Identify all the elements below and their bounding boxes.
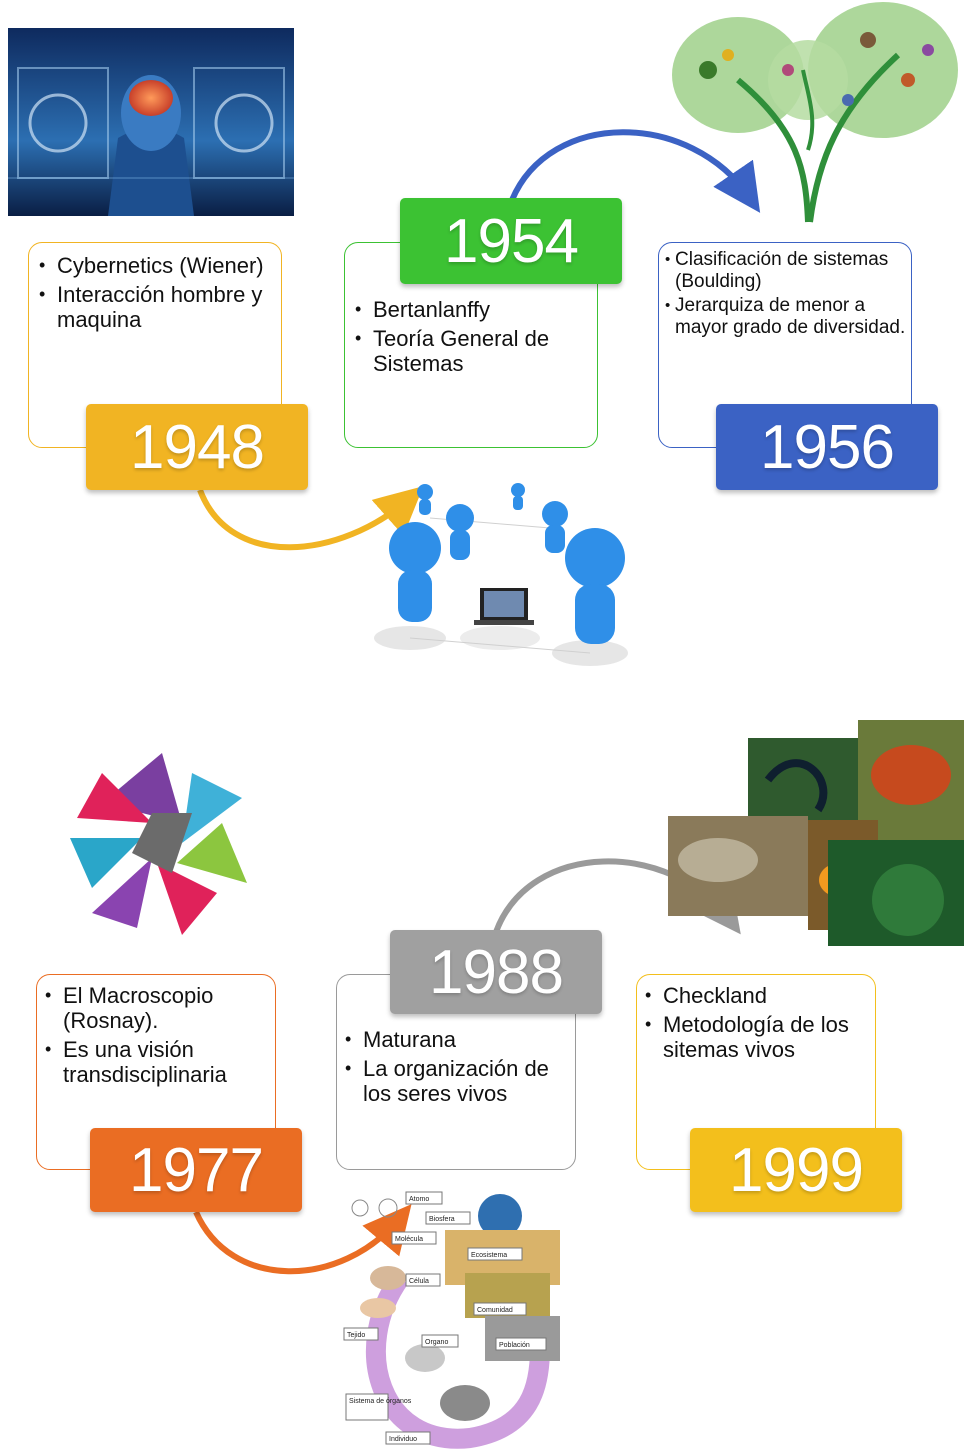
- year-badge-1977: 1977: [90, 1128, 302, 1212]
- people-network-icon: [370, 478, 655, 678]
- level-label-comunidad: Comunidad: [477, 1307, 513, 1314]
- arrow-1948-1954: [197, 486, 424, 551]
- bullets-1977: El Macroscopio (Rosnay). Es una visión t…: [43, 983, 273, 1091]
- bullet-item: Clasificación de sistemas (Boulding): [665, 249, 909, 293]
- year-badge-1956: 1956: [716, 404, 938, 490]
- year-badge-1999: 1999: [690, 1128, 902, 1212]
- level-label-tejido: Tejido: [347, 1332, 365, 1339]
- bullet-item: Es una visión transdisciplinaria: [43, 1037, 273, 1087]
- arrow-1977-1988: [193, 1204, 412, 1275]
- nature-collage-icon: [668, 720, 964, 946]
- tree-of-life-icon: [668, 0, 958, 225]
- year-badge-1948: 1948: [86, 404, 308, 490]
- brain-network-icon: [8, 28, 294, 216]
- bullet-item: Cybernetics (Wiener): [37, 253, 277, 278]
- bullets-1999: Checkland Metodología de los sitemas viv…: [643, 983, 873, 1066]
- bullet-item: La organización de los seres vivos: [343, 1056, 573, 1106]
- level-label-individuo: Individuo: [389, 1436, 417, 1443]
- level-label-sistema: Sistema de órganos: [349, 1398, 412, 1405]
- bullet-item: El Macroscopio (Rosnay).: [43, 983, 273, 1033]
- year-badge-1954: 1954: [400, 198, 622, 284]
- level-label-organo: Organo: [425, 1339, 448, 1346]
- bullet-item: Interacción hombre y maquina: [37, 282, 277, 332]
- level-label-celula: Célula: [409, 1278, 429, 1285]
- level-label-ecosistema: Ecosistema: [471, 1252, 507, 1259]
- bullet-item: Jerarquiza de menor a mayor grado de div…: [665, 295, 909, 339]
- level-label-poblacion: Población: [499, 1342, 530, 1349]
- bullets-1956: Clasificación de sistemas (Boulding) Jer…: [665, 249, 909, 341]
- arrow-1954-1956: [509, 129, 761, 213]
- bullet-item: Bertanlanffy: [353, 297, 593, 322]
- bullet-item: Metodología de los sitemas vivos: [643, 1012, 873, 1062]
- year-badge-1988: 1988: [390, 930, 602, 1014]
- level-label-molecula: Molécula: [395, 1236, 423, 1243]
- bullet-item: Checkland: [643, 983, 873, 1008]
- bullets-1988: Maturana La organización de los seres vi…: [343, 1027, 573, 1110]
- bullet-item: Teoría General de Sistemas: [353, 326, 593, 376]
- level-label-atomo: Atomo: [409, 1196, 429, 1203]
- bullets-1948: Cybernetics (Wiener) Interacción hombre …: [37, 253, 277, 336]
- bullets-1954: Bertanlanffy Teoría General de Sistemas: [353, 297, 593, 380]
- bullet-item: Maturana: [343, 1027, 573, 1052]
- star-logo-icon: [62, 748, 262, 938]
- level-label-biosfera: Biosfera: [429, 1216, 455, 1223]
- levels-of-organization-icon: Atomo Biosfera Molécula Ecosistema Célul…: [340, 1188, 570, 1454]
